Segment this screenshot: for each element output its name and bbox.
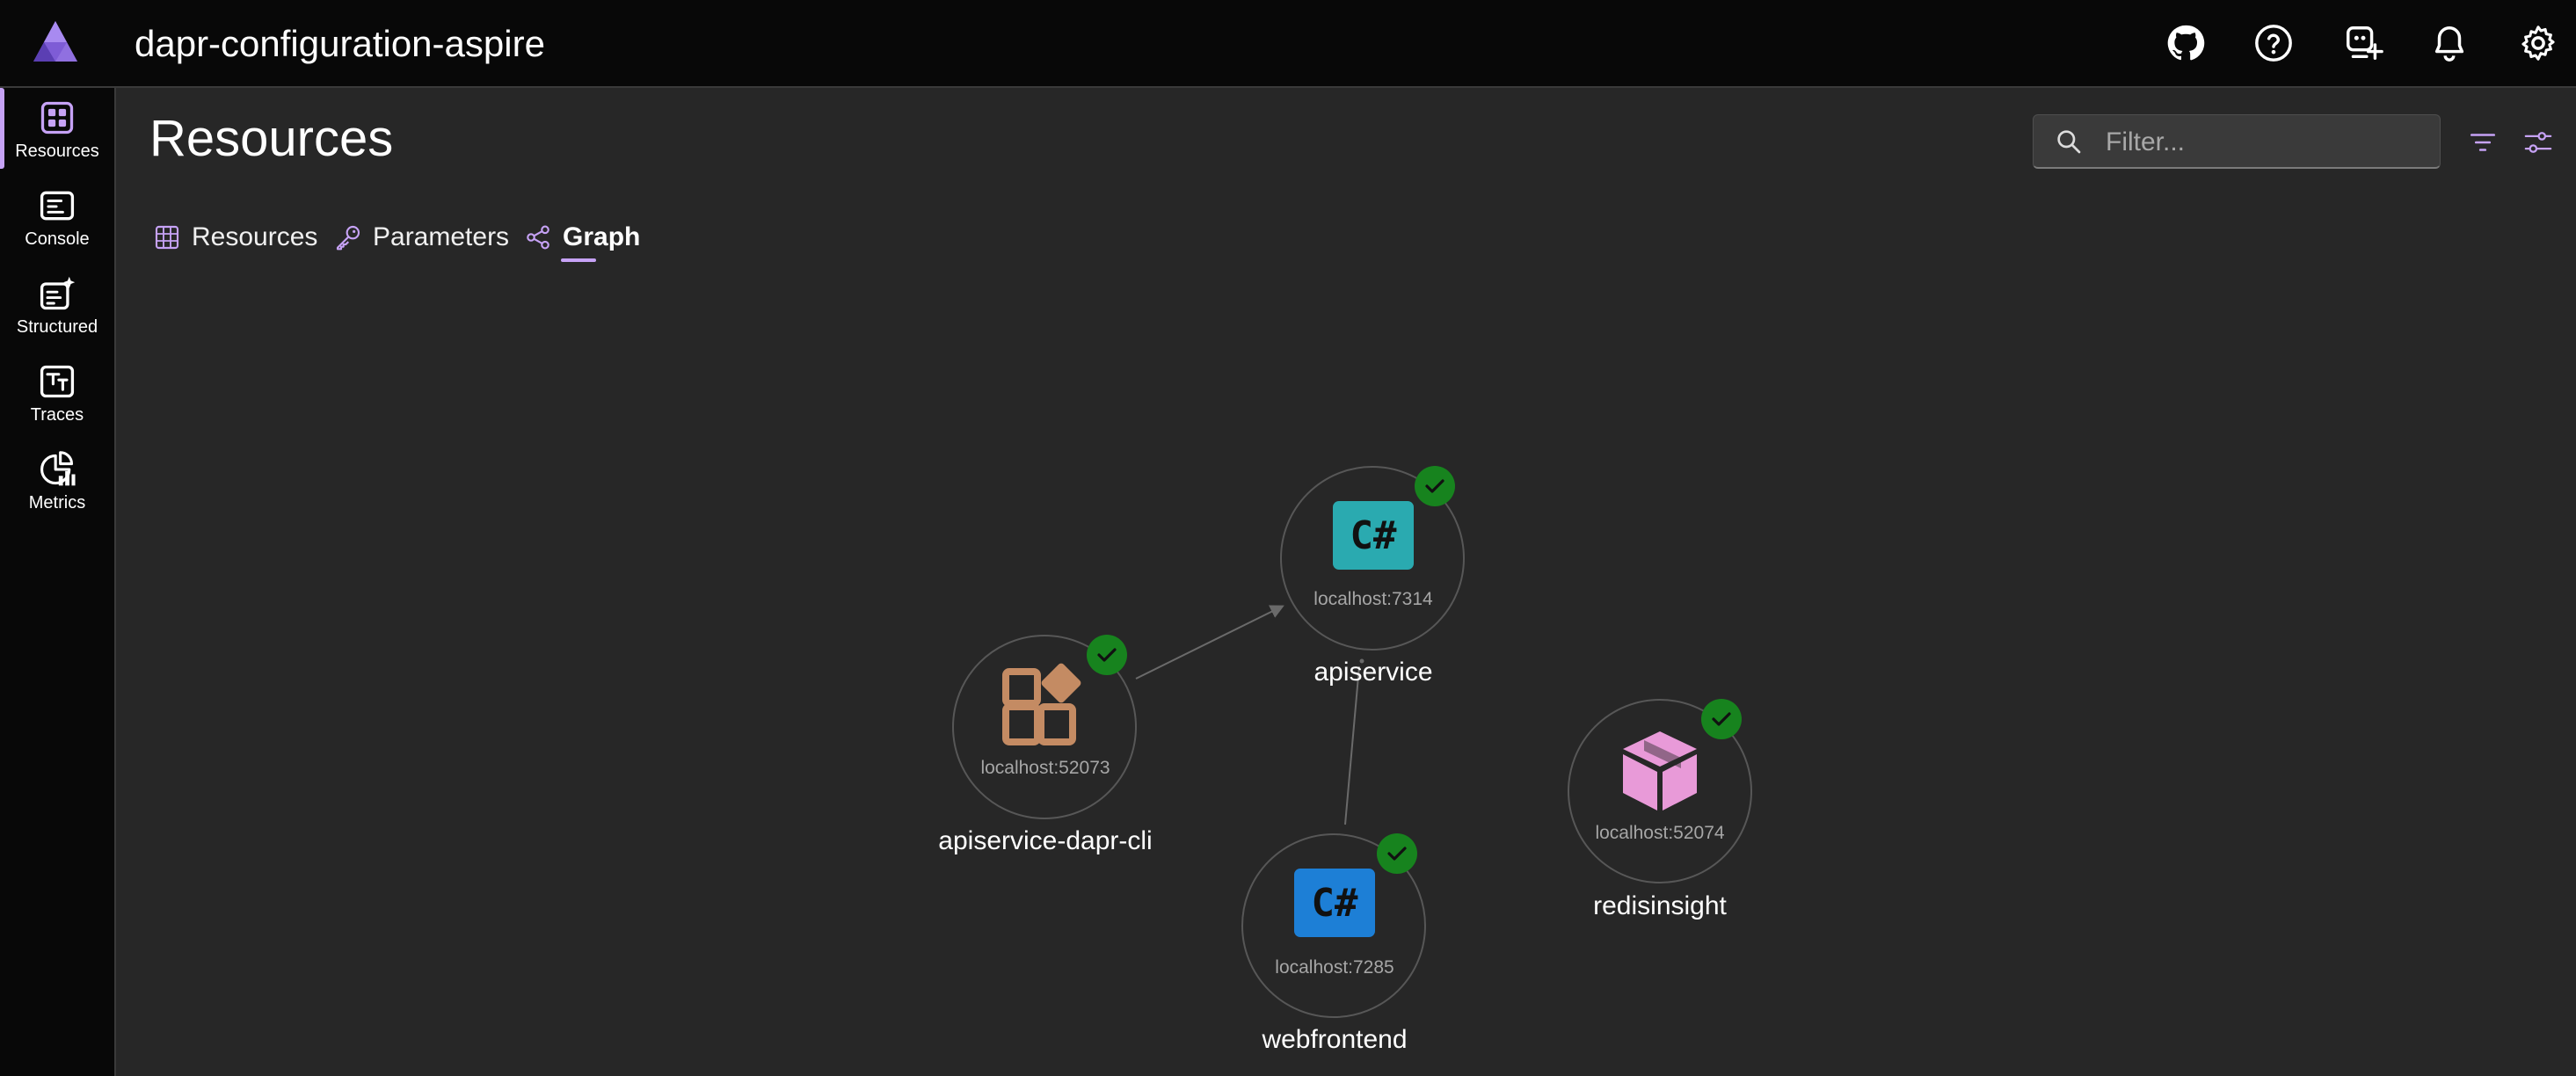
node-name: apiservice [1313,658,1433,687]
tab-parameters[interactable]: Parameters [334,218,509,257]
metrics-icon [40,451,76,486]
node-apiservice[interactable] [1280,466,1465,651]
settings-sliders-icon[interactable] [2523,127,2553,157]
tab-resources[interactable]: Resources [153,218,317,257]
console-icon [40,191,75,221]
sidebar-item-label: Console [25,229,90,249]
page-title: Resources [149,110,394,167]
traces-icon [40,365,75,398]
csharp-icon: C# [1294,869,1375,937]
notifications-icon[interactable] [2429,23,2470,63]
executable-icon [1002,663,1081,745]
node-webfrontend[interactable] [1241,833,1426,1018]
sidebar-item-structured[interactable]: Structured [0,264,114,345]
sidebar-item-console[interactable]: Console [0,176,114,257]
container-icon [1623,731,1697,811]
edge-dapr-cli-to-apiservice [1135,605,1284,680]
node-redisinsight[interactable] [1568,699,1752,883]
checkmark-icon [1387,847,1407,861]
search-icon [2057,130,2081,154]
svg-text:C#: C# [1312,881,1358,926]
tab-label: Graph [563,222,641,251]
top-bar: dapr-configuration-aspire [0,0,2576,88]
node-port: localhost:7314 [1313,589,1433,609]
node-name: webfrontend [1262,1025,1408,1054]
sidebar-item-label: Traces [30,405,84,425]
csharp-icon: C# [1333,501,1414,570]
checkmark-icon [1097,648,1117,662]
tab-graph[interactable]: Graph [524,218,640,257]
filter-input[interactable] [2104,122,2424,163]
share-graph-icon [527,225,549,250]
copilot-icon[interactable] [2343,23,2383,63]
node-port: localhost:52074 [1595,823,1725,843]
status-badge [1415,466,1455,506]
help-icon[interactable] [2253,23,2294,63]
node-name: apiservice-dapr-cli [938,826,1153,855]
key-icon [336,225,360,251]
sidebar-item-resources[interactable]: Resources [0,88,114,169]
filter-icon[interactable] [2468,127,2498,157]
sidebar-item-metrics[interactable]: Metrics [0,440,114,520]
status-badge [1377,833,1417,874]
sidebar-item-label: Structured [16,317,98,337]
github-icon[interactable] [2165,23,2206,63]
svg-text:C#: C# [1350,513,1397,558]
app-title: dapr-configuration-aspire [135,23,545,64]
edge-webfrontend-to-apiservice [1344,665,1360,825]
node-apiservice-dapr-cli[interactable] [952,635,1137,819]
node-port: localhost:7285 [1275,957,1394,978]
node-name: redisinsight [1593,891,1727,920]
structured-logs-icon [40,276,76,310]
tab-label: Parameters [373,222,510,251]
checkmark-icon [1712,712,1731,726]
filter-search[interactable] [2033,114,2441,169]
sidebar-item-traces[interactable]: Traces [0,352,114,433]
resources-icon [40,101,74,134]
settings-icon[interactable] [2518,23,2558,63]
active-tab-indicator [561,258,596,262]
sidebar-item-label: Resources [15,142,99,161]
aspire-logo[interactable] [32,19,79,65]
node-port: localhost:52073 [980,758,1110,778]
grid-icon [155,225,179,250]
sidebar: Resources Console Structured Traces [0,88,116,1076]
tab-label: Resources [192,222,318,251]
status-badge [1087,635,1127,675]
checkmark-icon [1425,479,1444,493]
status-badge [1701,699,1742,739]
sidebar-item-label: Metrics [28,493,86,513]
